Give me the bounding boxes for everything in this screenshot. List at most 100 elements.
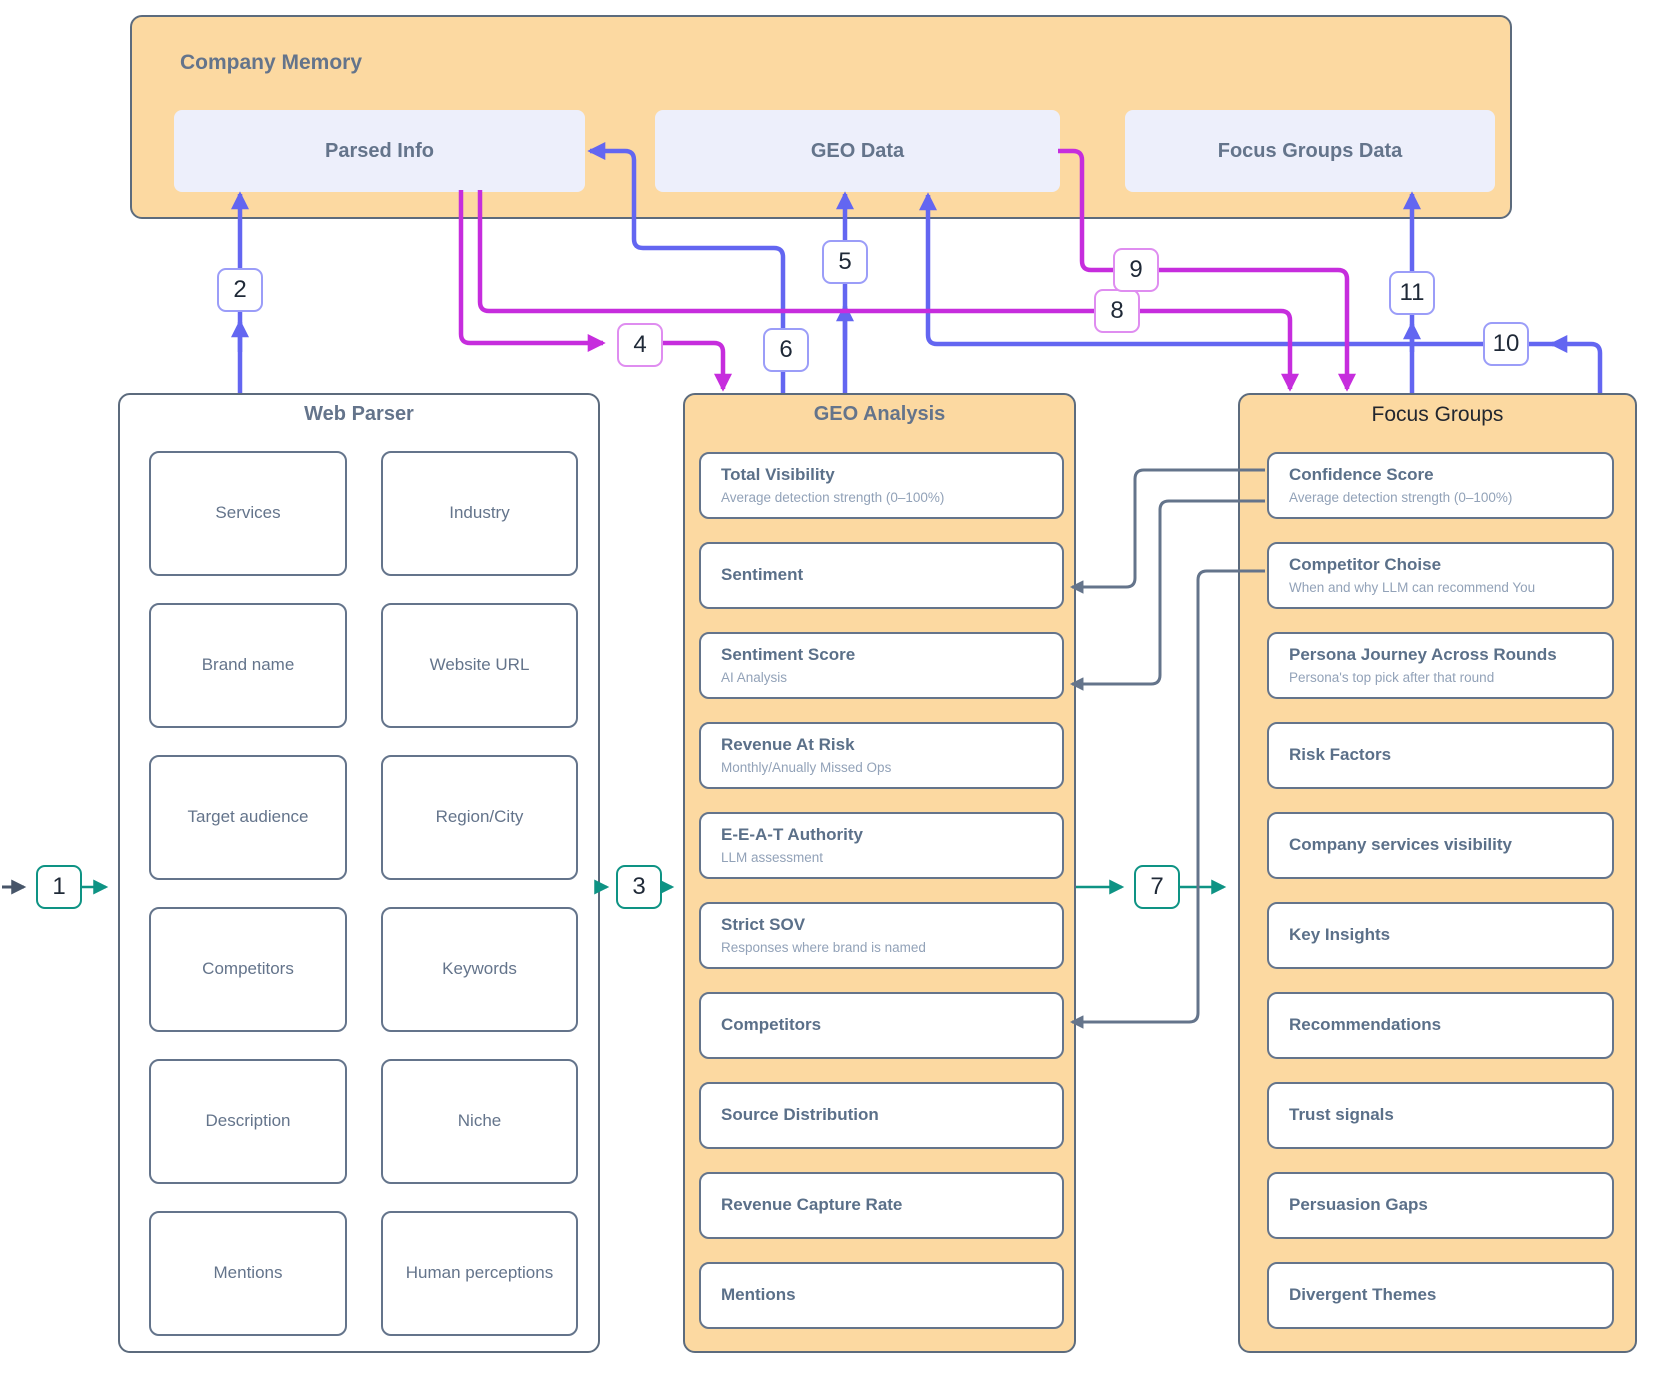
geo-analysis-title: GEO Analysis <box>813 403 946 425</box>
step-badge-3: 3 <box>616 865 662 909</box>
item-title: Company services visibility <box>1289 835 1512 855</box>
item-label: Industry <box>449 503 510 523</box>
item-label: Niche <box>457 1111 502 1131</box>
geo-analysis-item-sentiment: Sentiment <box>699 542 1064 609</box>
item-label: Region/City <box>435 807 524 827</box>
step-badge-4: 4 <box>617 323 663 367</box>
flow-line <box>1069 499 1265 691</box>
focus-groups-item-trust-signals: Trust signals <box>1267 1082 1614 1149</box>
item-label: Keywords <box>442 959 517 979</box>
item-title: Trust signals <box>1289 1105 1394 1125</box>
item-title: Persuasion Gaps <box>1289 1195 1428 1215</box>
item-title: Divergent Themes <box>1289 1285 1437 1305</box>
item-title: Mentions <box>721 1285 796 1305</box>
web-parser-item-brand-name: Brand name <box>149 603 347 728</box>
item-label: Target audience <box>187 807 309 827</box>
web-parser-item-human-perceptions: Human perceptions <box>381 1211 578 1336</box>
item-title: Key Insights <box>1289 925 1391 945</box>
step-badge-11: 11 <box>1389 271 1435 315</box>
item-title: Persona Journey Across Rounds <box>1289 645 1557 665</box>
item-subtitle: Average detection strength (0–100%) <box>721 489 945 505</box>
step-badge-9: 9 <box>1113 248 1159 292</box>
item-title: E-E-A-T Authority <box>721 825 863 845</box>
item-label: Brand name <box>201 655 295 675</box>
focus-groups-item-key-insights: Key Insights <box>1267 902 1614 969</box>
item-label: Description <box>205 1111 291 1131</box>
item-title: Sentiment <box>721 565 804 585</box>
item-label: Competitors <box>202 959 294 979</box>
item-title: Risk Factors <box>1289 745 1392 765</box>
item-title: Confidence Score <box>1289 465 1434 485</box>
geo-analysis-item-strict-sov: Strict SOV Responses where brand is named <box>699 902 1064 969</box>
flow-line <box>662 340 732 392</box>
step-badge-8: 8 <box>1094 289 1140 333</box>
company-memory-container: Company Memory Parsed Info GEO Data Focu… <box>130 15 1512 219</box>
step-badge-6: 6 <box>763 328 809 372</box>
web-parser-item-keywords: Keywords <box>381 907 578 1032</box>
memory-box-focus-groups-data: Focus Groups Data <box>1125 110 1495 192</box>
item-label: Services <box>215 503 281 523</box>
web-parser-item-website-url: Website URL <box>381 603 578 728</box>
web-parser-item-industry: Industry <box>381 451 578 576</box>
web-parser-item-mentions: Mentions <box>149 1211 347 1336</box>
item-title: Strict SOV <box>721 915 806 935</box>
item-title: Revenue At Risk <box>721 735 855 755</box>
web-parser-item-target-audience: Target audience <box>149 755 347 880</box>
focus-groups-title: Focus Groups <box>1371 403 1504 426</box>
geo-analysis-item-revenue-capture-rate: Revenue Capture Rate <box>699 1172 1064 1239</box>
focus-groups-item-recommendations: Recommendations <box>1267 992 1614 1059</box>
item-title: Source Distribution <box>721 1105 879 1125</box>
item-label: Website URL <box>429 655 530 675</box>
flow-line <box>477 190 1299 392</box>
step-badge-7: 7 <box>1134 865 1180 909</box>
item-title: Total Visibility <box>721 465 835 485</box>
item-subtitle: Monthly/Anually Missed Ops <box>721 759 892 775</box>
memory-box-parsed-info: Parsed Info <box>174 110 585 192</box>
web-parser-item-niche: Niche <box>381 1059 578 1184</box>
item-title: Competitors <box>721 1015 822 1035</box>
company-memory-title: Company Memory <box>180 51 363 74</box>
memory-box-geo-data: GEO Data <box>655 110 1060 192</box>
geo-analysis-item-sentiment-score: Sentiment Score AI Analysis <box>699 632 1064 699</box>
geo-analysis-item-competitors: Competitors <box>699 992 1064 1059</box>
web-parser-title: Web Parser <box>304 403 414 425</box>
web-parser-item-description: Description <box>149 1059 347 1184</box>
memory-box-label: Focus Groups Data <box>1217 139 1403 162</box>
web-parser-item-services: Services <box>149 451 347 576</box>
flow-line <box>1069 569 1265 1029</box>
item-subtitle: AI Analysis <box>721 669 788 685</box>
focus-groups-item-persuasion-gaps: Persuasion Gaps <box>1267 1172 1614 1239</box>
item-subtitle: Responses where brand is named <box>721 939 926 955</box>
item-title: Revenue Capture Rate <box>721 1195 903 1215</box>
item-title: Competitor Choise <box>1289 555 1442 575</box>
item-label: Mentions <box>213 1263 283 1283</box>
item-title: Sentiment Score <box>721 645 856 665</box>
item-label: Human perceptions <box>405 1263 554 1283</box>
step-badge-10: 10 <box>1483 322 1529 366</box>
web-parser-item-competitors: Competitors <box>149 907 347 1032</box>
step-badge-5: 5 <box>822 240 868 284</box>
item-subtitle: Average detection strength (0–100%) <box>1289 489 1513 505</box>
memory-box-label: GEO Data <box>810 139 905 162</box>
geo-analysis-item-source-distribution: Source Distribution <box>699 1082 1064 1149</box>
flow-line <box>1069 468 1265 594</box>
item-subtitle: Persona's top pick after that round <box>1289 669 1495 685</box>
memory-box-label: Parsed Info <box>325 139 434 162</box>
focus-groups-item-risk-factors: Risk Factors <box>1267 722 1614 789</box>
item-title: Recommendations <box>1289 1015 1442 1035</box>
step-badge-2: 2 <box>217 268 263 312</box>
step-badge-1: 1 <box>36 865 82 909</box>
web-parser-item-region-city: Region/City <box>381 755 578 880</box>
focus-groups-item-divergent-themes: Divergent Themes <box>1267 1262 1614 1329</box>
focus-groups-item-company-services-visibility: Company services visibility <box>1267 812 1614 879</box>
